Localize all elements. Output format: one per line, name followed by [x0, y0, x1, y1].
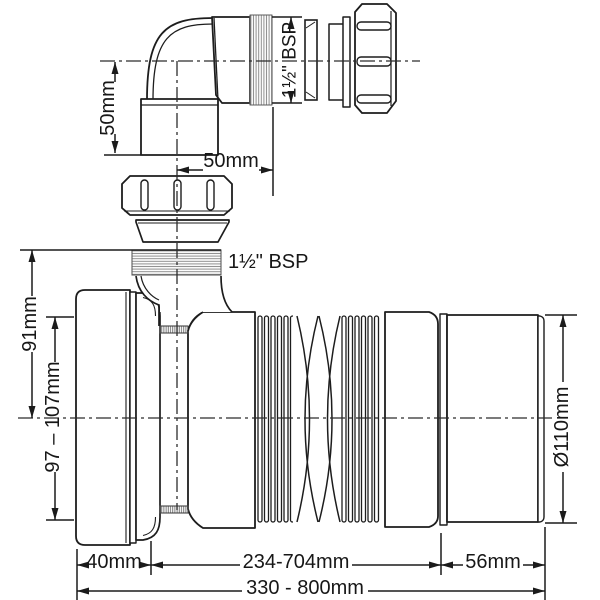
tapered-collar [135, 219, 230, 243]
seal-housing [135, 292, 161, 541]
elbow-outlet [211, 16, 251, 104]
flexible-section [187, 311, 439, 529]
label-flexible-length: 234-704mm [243, 551, 350, 573]
label-centre-to-thread-top: 91mm [19, 296, 41, 352]
dim-spigot-length [441, 561, 545, 569]
label-overall-length: 330 - 800mm [246, 577, 364, 599]
dim-pan-end-length [77, 561, 151, 569]
washer [304, 19, 318, 101]
hose-right-collar [384, 311, 439, 528]
swivel-nut [328, 3, 397, 114]
label-spigot-length: 56mm [465, 551, 521, 573]
inlet-seal-fins [159, 325, 189, 514]
label-elbow-inlet-depth: 50mm [97, 80, 119, 136]
label-inlet-thread-size: 1½" BSP [228, 251, 308, 273]
dim-inlet-seal-range [51, 317, 59, 520]
inlet-funnel [135, 275, 233, 332]
elbow-fitting [140, 14, 273, 156]
label-elbow-thread-size: 1½" BSP [280, 22, 301, 98]
length-break-symbol [296, 315, 341, 523]
dim-overall-length [77, 587, 545, 595]
label-inlet-seal-range: 97 – 107mm [42, 361, 64, 472]
label-pan-end-length: 40mm [86, 551, 142, 573]
spigot-ring [439, 313, 448, 526]
label-outlet-diameter: Ø110mm [551, 387, 573, 468]
dim-centre-to-thread-top [28, 250, 36, 418]
elbow-socket [140, 98, 219, 156]
spigot-end [537, 315, 545, 523]
dim-elbow-inlet-depth [111, 62, 119, 153]
corrugation-ridges-left [257, 315, 296, 523]
dimensions [20, 16, 577, 600]
dim-elbow-outlet-length [177, 166, 273, 174]
hose-left-collar [187, 311, 256, 529]
centerlines [18, 60, 552, 510]
elbow-bend [147, 18, 217, 100]
dim-flexible-length [151, 561, 441, 569]
corrugation-ridges-right [341, 315, 380, 523]
elbow-male-thread [249, 14, 273, 106]
nut-flange [342, 16, 351, 108]
dim-outlet-diameter [559, 315, 567, 523]
label-elbow-outlet-length: 50mm [203, 150, 259, 172]
outlet-spigot [439, 313, 545, 526]
dim-elbow-thread [287, 17, 295, 103]
